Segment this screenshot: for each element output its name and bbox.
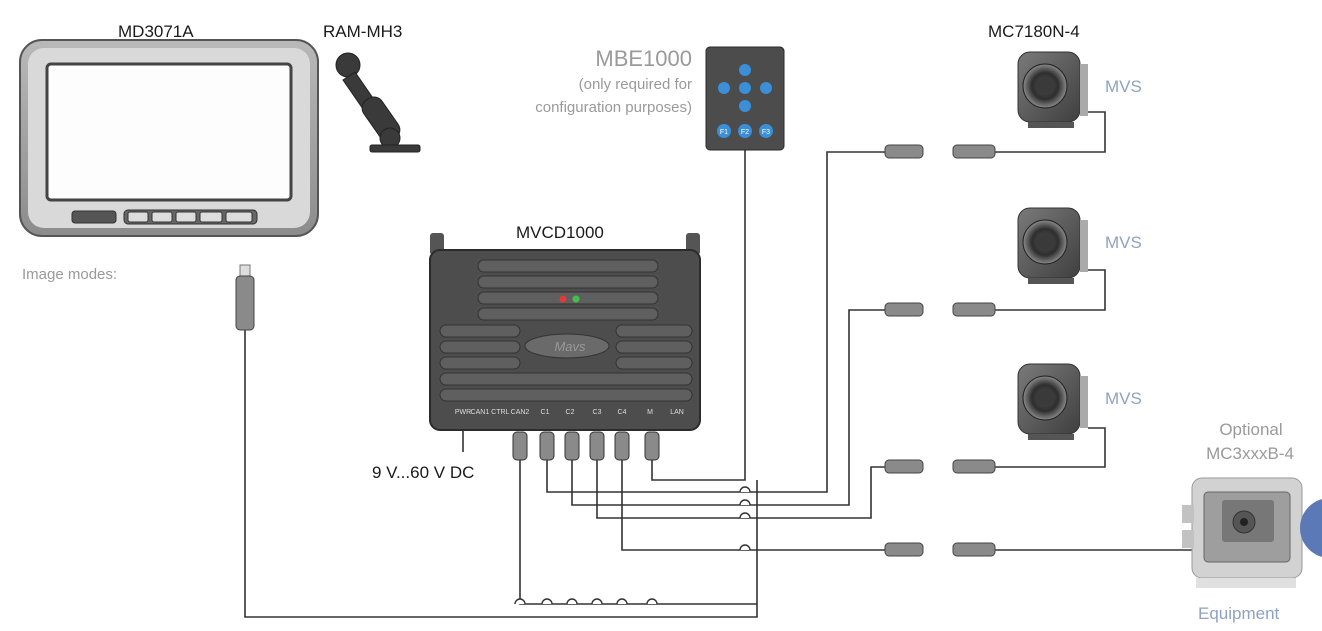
camera-1 (1017, 51, 1088, 128)
camera-2-tag: MVS (1105, 233, 1142, 252)
cable-keypad (651, 150, 746, 481)
ram-mount-device (335, 52, 421, 153)
monitor-plug (235, 264, 255, 331)
port-c3: C3 (593, 409, 602, 416)
cable-cam2-side (995, 269, 1106, 311)
port-c4: C4 (618, 409, 627, 416)
connector-pair-3 (884, 459, 996, 474)
key-f2: F2 (741, 129, 749, 136)
monitor-device (19, 39, 319, 237)
keypad-note-2: configuration purposes) (535, 99, 692, 116)
cable-cam3-side (995, 427, 1106, 468)
cable-monitor-2 (244, 330, 758, 618)
connector-pair-2 (884, 302, 996, 317)
port-c1: C1 (541, 409, 550, 416)
port-can1: CAN1 CTRL (471, 409, 510, 416)
keypad-label: MBE1000 (595, 46, 692, 71)
connector-pair-4 (884, 542, 996, 557)
optional-label: Optional (1219, 420, 1283, 439)
camera-1-tag: MVS (1105, 77, 1142, 96)
camera-model-label: MC7180N-4 (988, 22, 1080, 41)
cable-c2 (571, 309, 885, 506)
svg-text:Mavs: Mavs (554, 339, 586, 354)
mount-label: RAM-MH3 (323, 22, 403, 41)
optional-camera (1182, 477, 1322, 588)
monitor-label: MD3071A (118, 22, 194, 41)
controller-device: Mavs PWR CAN1 CTRL CAN2 C1 C2 C3 C4 M LA… (429, 233, 701, 431)
key-f3: F3 (762, 129, 770, 136)
port-m: M (647, 409, 653, 416)
optional-model-label: MC3xxxB-4 (1206, 444, 1294, 463)
controller-plugs (512, 431, 660, 461)
image-modes-label: Image modes: (22, 266, 118, 283)
cable-cam1-side (995, 111, 1106, 153)
key-f1: F1 (720, 129, 728, 136)
cable-c4 (621, 458, 885, 551)
monitor-buttons (71, 209, 258, 225)
cable-c1 (546, 151, 885, 493)
power-label: 9 V...60 V DC (372, 463, 475, 482)
controller-label: MVCD1000 (516, 223, 604, 242)
connector-pair-1 (884, 144, 996, 159)
camera-2 (1017, 207, 1088, 284)
keypad-note-1: (only required for (578, 76, 692, 93)
port-can2: CAN2 (511, 409, 530, 416)
port-lan: LAN (670, 409, 684, 416)
port-c2: C2 (566, 409, 575, 416)
cable-c3 (596, 458, 885, 519)
keypad-device: F1 F2 F3 (705, 46, 785, 151)
camera-3 (1017, 363, 1088, 440)
equipment-label: Equipment (1198, 604, 1280, 623)
port-pwr: PWR (455, 409, 471, 416)
cable-connectors (884, 144, 996, 557)
camera-3-tag: MVS (1105, 389, 1142, 408)
cable-crossings (514, 486, 751, 605)
